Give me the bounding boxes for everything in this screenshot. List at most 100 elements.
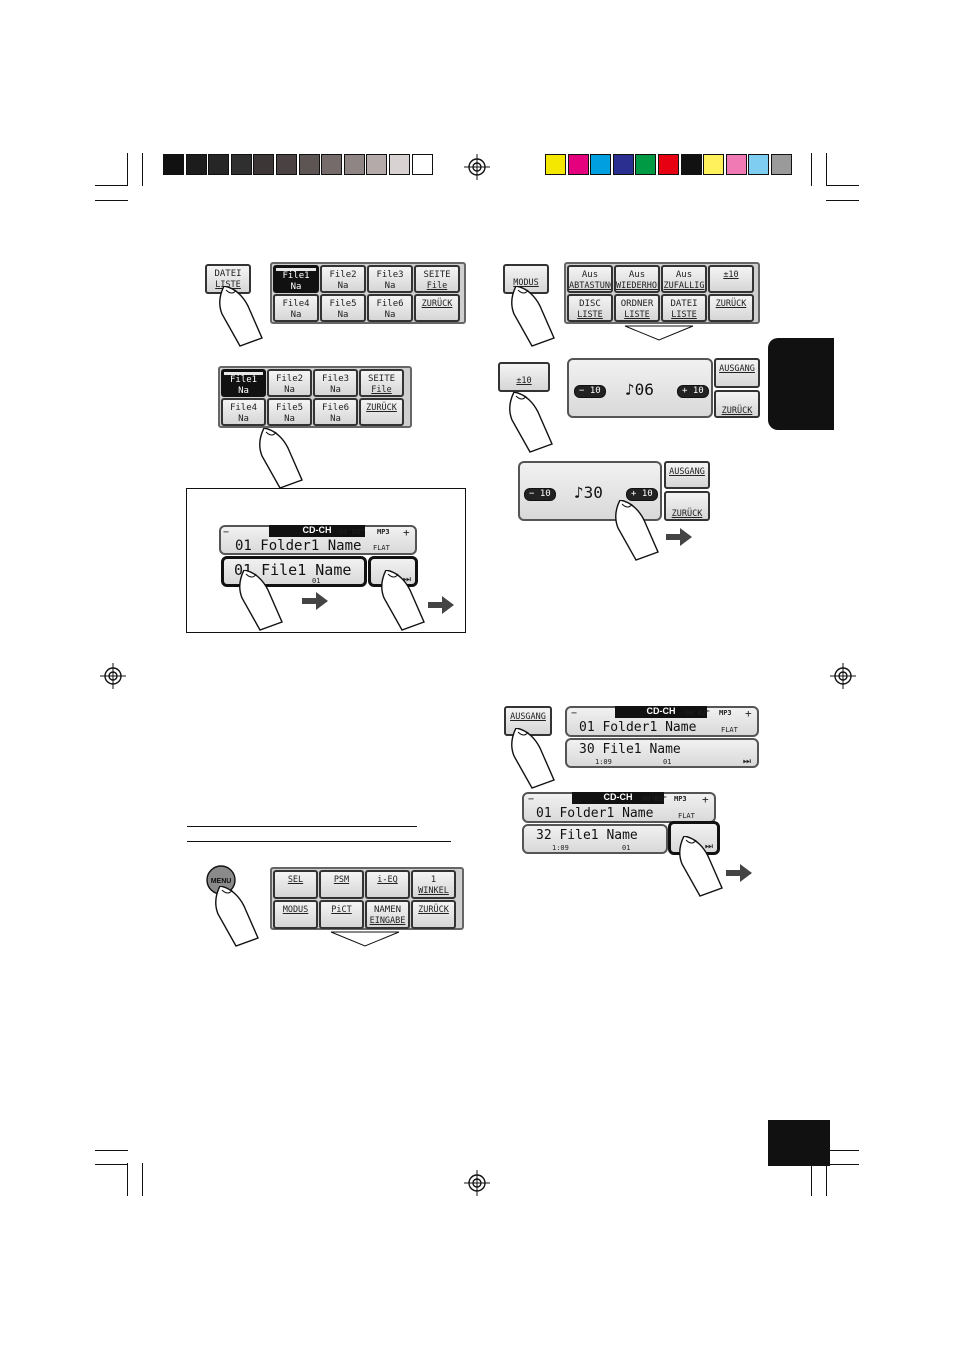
button-line2: ZURÜCK <box>418 905 449 915</box>
button-line2: LISTE <box>577 310 603 320</box>
file-item-5[interactable]: File5 Na5 <box>267 398 312 426</box>
playback-file-row[interactable]: 30 File1 Name 1:09 01 ⏭ <box>565 738 759 768</box>
file-item-6[interactable]: File6 Na6 <box>313 398 358 426</box>
gray-swatch <box>163 154 184 175</box>
file-item-5[interactable]: File5 Na5 <box>320 294 366 322</box>
gray-swatch <box>321 154 343 175</box>
zuruck-button[interactable]: ZURÜCK <box>714 390 760 418</box>
playback-top-row: CD-CH 00'02" − MP3 + 01 Folder1 Name FLA… <box>565 706 759 737</box>
gray-swatch <box>389 154 410 175</box>
skip10-button[interactable]: ±10 <box>498 362 550 392</box>
menu-item-2[interactable]: PSM <box>319 870 364 899</box>
plus-icon[interactable]: + <box>745 707 752 720</box>
eq-label: FLAT <box>373 544 390 552</box>
ausgang-button[interactable]: AUSGANG <box>714 358 760 388</box>
page-number-box <box>768 1120 830 1166</box>
ausgang-button[interactable]: AUSGANG <box>664 461 710 489</box>
file-item-4[interactable]: File4 Na4 <box>221 398 266 426</box>
button-line2: i-EQ <box>377 875 398 885</box>
format-label: MP3 <box>674 795 687 803</box>
button-line2: WIEDERHOL <box>616 281 660 291</box>
modus-item-4[interactable]: ±10 <box>708 265 754 293</box>
button-line1: File4 Na <box>229 403 258 424</box>
minus-10-button[interactable]: − 10 <box>574 385 606 398</box>
file-name: 01 File1 Name <box>234 561 352 579</box>
button-line1: ORDNER <box>620 299 654 309</box>
file-item-6[interactable]: File6 Na6 <box>367 294 413 322</box>
datei-label: DATEI <box>214 269 242 279</box>
minus-icon[interactable]: − <box>223 527 230 538</box>
file-item-3[interactable]: File3 Na3 <box>313 369 358 397</box>
track-number: 01 <box>663 758 672 766</box>
file-item-2[interactable]: File2 Na2 <box>267 369 312 397</box>
button-line2: 2 <box>322 292 364 293</box>
button-line2: 5 <box>269 425 310 426</box>
minus-icon[interactable]: − <box>571 708 578 719</box>
menu-item-8[interactable]: ZURÜCK <box>411 900 456 929</box>
menu-item-1[interactable]: SEL <box>273 870 318 899</box>
plus-10-button[interactable]: + 10 <box>626 488 658 501</box>
finger-press-icon <box>381 570 425 631</box>
eq-label: FLAT <box>678 812 695 820</box>
zuruck-button[interactable]: ZURÜCK <box>414 294 460 322</box>
registration-mark-icon <box>464 154 490 180</box>
minus-icon[interactable]: − <box>528 794 535 805</box>
file-item-1[interactable]: File1 Na1 <box>221 369 266 397</box>
finger-press-icon <box>215 886 259 947</box>
next-icon: ⏭ <box>704 842 713 852</box>
plus-icon[interactable]: + <box>403 526 410 539</box>
menu-item-3[interactable]: i-EQ <box>365 870 410 899</box>
language-tab <box>768 338 834 430</box>
next-icon[interactable]: ⏭ <box>742 757 751 767</box>
button-line2: 6 <box>315 425 356 426</box>
button-line2: ABTASTUNG <box>569 281 613 291</box>
skip-value: ♪06 <box>625 380 654 399</box>
file-name: 30 File1 Name <box>579 742 681 757</box>
menu-item-6[interactable]: PiCT <box>319 900 364 929</box>
playback-file-row-2[interactable]: 32 File1 Name 1:09 01 <box>522 824 668 854</box>
arrow-right-icon <box>428 596 454 614</box>
divider-line <box>187 841 451 842</box>
button-line1: NAMEN <box>373 905 402 915</box>
plus-icon[interactable]: + <box>702 793 709 806</box>
zuruck-button[interactable]: ZURÜCK <box>664 491 710 521</box>
zuruck-button[interactable]: ZURÜCK <box>359 398 404 426</box>
gray-swatch <box>298 154 320 175</box>
file-item-4[interactable]: File4 Na4 <box>273 294 319 322</box>
registration-mark-icon <box>464 1170 490 1196</box>
button-line1: File1 Na <box>224 375 263 394</box>
button-line2: EINGABE <box>369 916 406 926</box>
button-line1: File5 Na <box>329 299 357 320</box>
button-line1: SEITE <box>367 374 396 384</box>
folder-name: 01 Folder1 Name <box>536 806 654 821</box>
menu-item-5[interactable]: MODUS <box>273 900 318 929</box>
file-item-3[interactable]: File3 Na3 <box>367 265 413 293</box>
button-line1: SEITE <box>423 270 451 280</box>
file-item-1[interactable]: File1 Na1 <box>273 265 319 293</box>
finger-press-icon <box>509 392 553 453</box>
color-swatch <box>658 154 679 175</box>
plus-10-button[interactable]: + 10 <box>677 385 709 398</box>
file-item-2[interactable]: File2 Na2 <box>320 265 366 293</box>
registration-mark-icon <box>830 663 856 689</box>
gray-swatch <box>208 154 230 175</box>
finger-press-icon <box>259 428 303 489</box>
track-number: 01 <box>312 577 321 585</box>
time-label: 00'08" <box>339 528 365 536</box>
minus-10-button[interactable]: − 10 <box>524 488 556 501</box>
button-line2: 4 <box>275 321 317 322</box>
button-line2: 3 <box>369 292 411 293</box>
modus-item-8[interactable]: ZURÜCK <box>708 294 754 322</box>
